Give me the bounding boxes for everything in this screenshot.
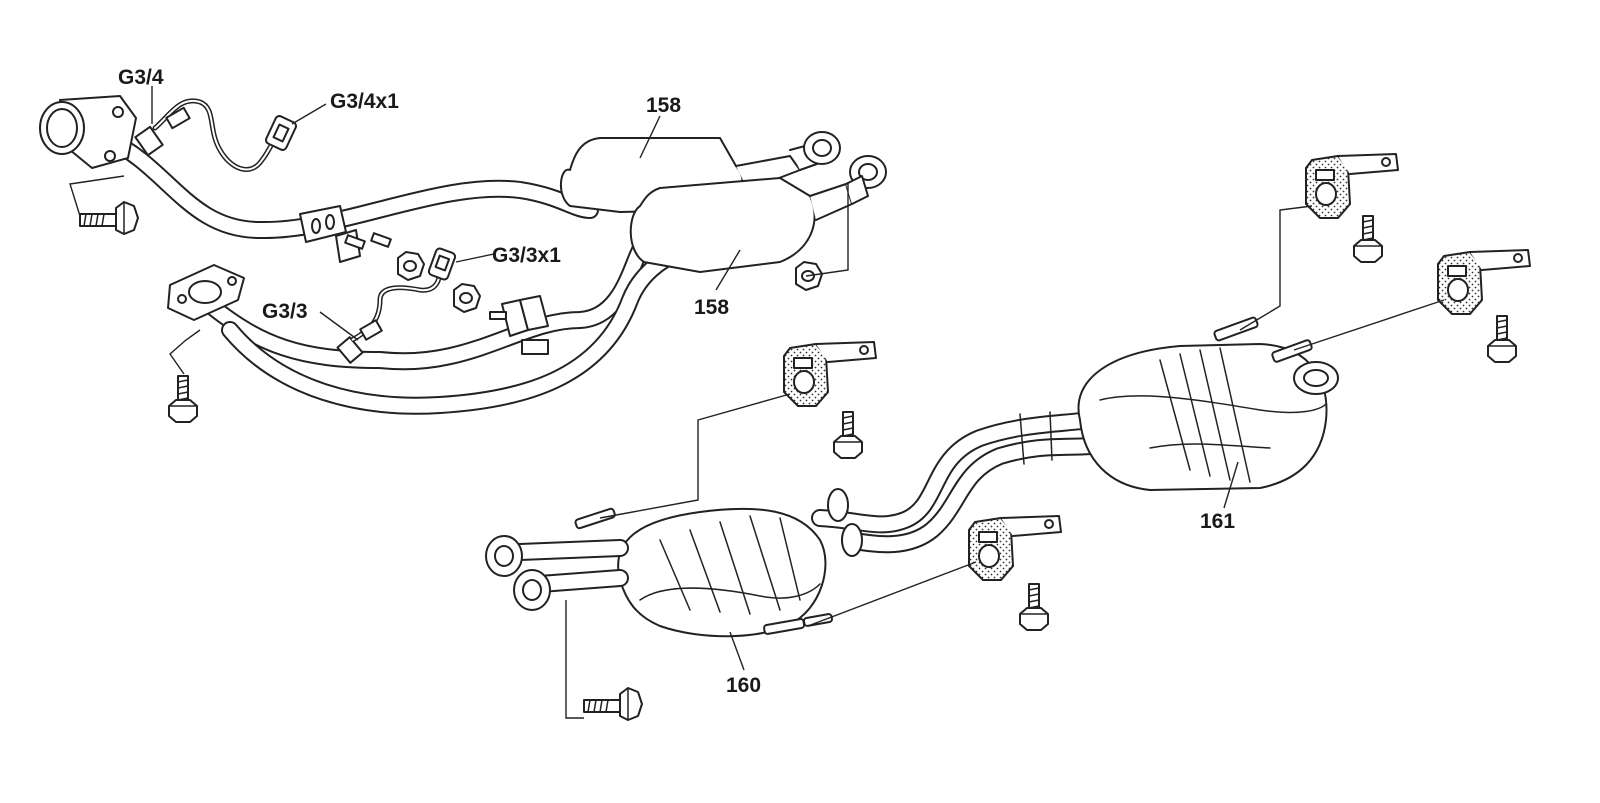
nut-1 [397, 251, 425, 281]
label-g3-3: G3/3 [262, 300, 308, 323]
rear-exhaust-assembly [485, 153, 1531, 721]
hanger-bolt-1 [833, 411, 863, 459]
leader-lines-front [69, 86, 849, 375]
pipe-bracket [299, 205, 347, 243]
label-160: 160 [726, 674, 761, 697]
hanger-bolt-4 [1487, 315, 1517, 363]
label-g3-3x1: G3/3x1 [492, 244, 561, 267]
front-muffler-160 [485, 488, 863, 638]
rubber-hanger-2 [968, 515, 1062, 581]
inlet-flange-left [39, 95, 137, 169]
rear-muffler-161 [1077, 316, 1339, 491]
hanger-bolt-3 [1353, 215, 1383, 263]
label-161: 161 [1200, 510, 1235, 533]
oxygen-sensor-g3-4 [134, 98, 285, 172]
rubber-hanger-3 [1305, 153, 1399, 219]
leader-lines-rear [565, 205, 1445, 719]
label-g3-4x1: G3/4x1 [330, 90, 399, 113]
bolt-front-left [79, 201, 139, 235]
bolt-front-lower [168, 375, 198, 423]
rubber-hanger-1 [783, 341, 877, 407]
label-158-bottom: 158 [694, 296, 729, 319]
nut-2 [453, 283, 481, 313]
catalytic-converter-158-bottom [629, 155, 887, 273]
flange-bolt [583, 687, 643, 721]
oxygen-sensor-g3-3 [336, 269, 443, 364]
rubber-hanger-4 [1437, 249, 1531, 315]
inlet-flange-right [167, 264, 245, 321]
hanger-bolt-2 [1019, 583, 1049, 631]
label-g3-4: G3/4 [118, 66, 164, 89]
front-pipe-assembly [39, 95, 823, 423]
connector-g3-4x1 [265, 115, 297, 151]
label-158-top: 158 [646, 94, 681, 117]
connector-g3-3x1 [427, 247, 457, 281]
clip-bracket [489, 295, 549, 355]
clamp-bracket [335, 229, 392, 263]
